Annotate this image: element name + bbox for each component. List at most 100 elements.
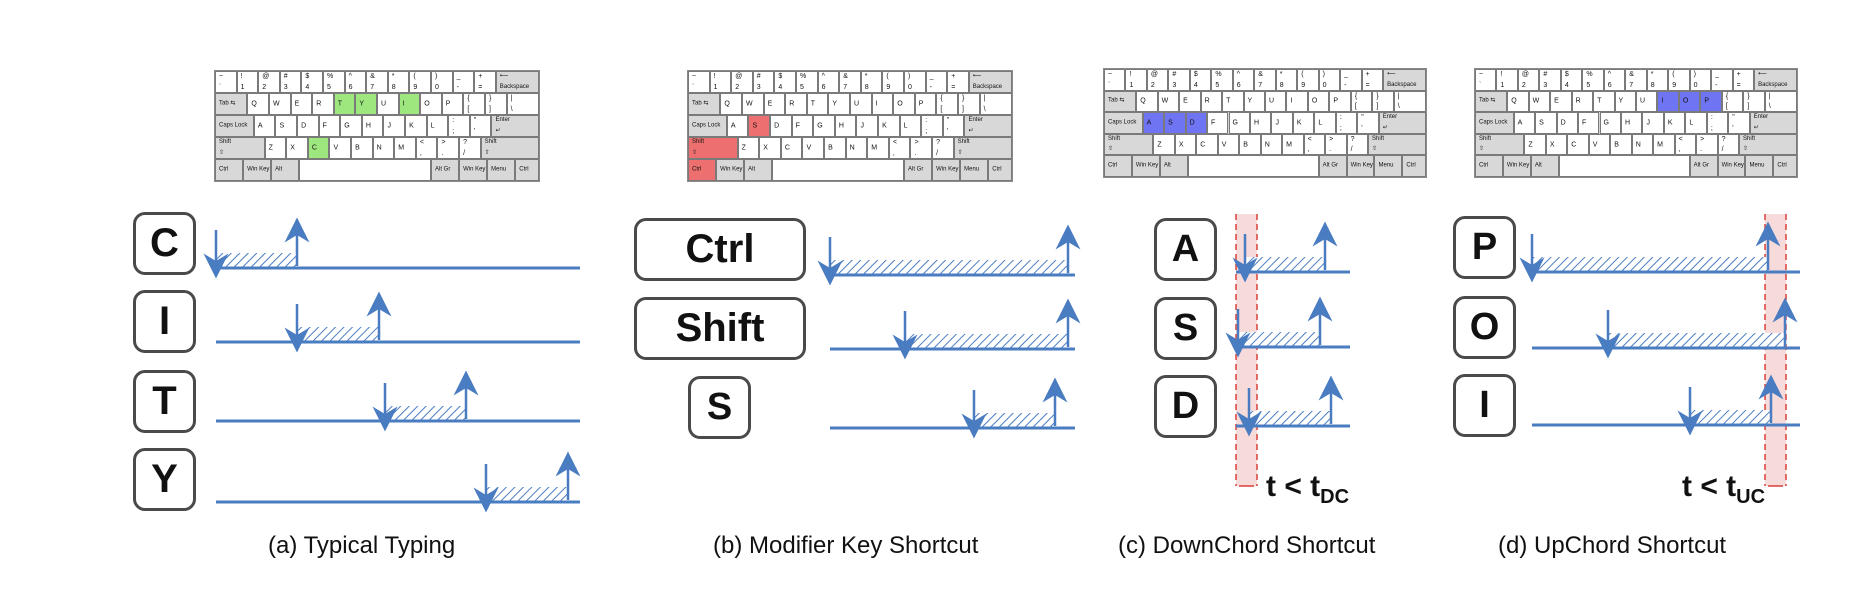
keyboard-key: !1 bbox=[1125, 69, 1147, 91]
keyboard-key: S bbox=[1164, 112, 1186, 134]
keyboard-key: U bbox=[377, 93, 399, 115]
keyboard-key: H bbox=[1249, 112, 1272, 134]
keyboard-key: += bbox=[947, 71, 969, 93]
keyboard-key: *8 bbox=[1646, 69, 1669, 91]
keyboard-key: |\ bbox=[979, 93, 1012, 115]
keyboard-key: ⟵Backspace bbox=[495, 71, 539, 93]
keyboard-key: !1 bbox=[236, 71, 259, 93]
keyboard-key: Tab ⇆ bbox=[1104, 90, 1137, 113]
key-label-t: T bbox=[133, 370, 196, 433]
keyboard-key: {[ bbox=[1721, 90, 1744, 113]
keyboard-key: Shift⇧ bbox=[215, 137, 265, 159]
keyboard-key: T bbox=[1593, 90, 1615, 113]
keyboard-key: Shift⇧ bbox=[1104, 133, 1154, 156]
keyboard-key: ?/ bbox=[1346, 133, 1369, 156]
keyboard-key: T bbox=[806, 93, 829, 115]
keyboard-key: Z bbox=[264, 137, 287, 159]
keyboard-key: P bbox=[1329, 90, 1351, 113]
keyboard-key: P bbox=[914, 93, 937, 115]
keyboard-key: S bbox=[1535, 112, 1557, 134]
keyboard-key: K bbox=[405, 115, 427, 137]
keyboard-key: Win Key bbox=[932, 159, 961, 181]
keyboard-key: $4 bbox=[774, 71, 796, 93]
keyboard-key: Alt Gr bbox=[904, 159, 933, 181]
keyboard-key: |\ bbox=[1393, 90, 1426, 113]
keyboard-key: Ctrl bbox=[988, 159, 1012, 181]
keyboard-key: ^6 bbox=[1603, 69, 1626, 91]
keyboard-key: ~` bbox=[215, 71, 237, 93]
keyboard-key: :; bbox=[1706, 112, 1729, 134]
keyboard-key: O bbox=[1307, 90, 1330, 113]
keyboard-key: ?/ bbox=[1717, 133, 1740, 156]
keyboard-key: Shift⇧ bbox=[480, 137, 539, 159]
keyboard-key: F bbox=[318, 115, 341, 137]
keyboard-key: C bbox=[780, 137, 803, 159]
keyboard-key: M bbox=[867, 137, 889, 159]
keyboard-key: Alt Gr bbox=[431, 159, 460, 181]
keyboard-key: P bbox=[441, 93, 464, 115]
keyboard-key: R bbox=[1571, 90, 1594, 113]
keyboard-key: ~` bbox=[1475, 69, 1497, 91]
keyboard-key: U bbox=[1636, 90, 1658, 113]
keyboard-key: Win Key bbox=[1502, 155, 1531, 177]
key-label-d: D bbox=[1154, 375, 1217, 438]
keyboard-key: A bbox=[1142, 112, 1165, 134]
keyboard-key: Caps Lock bbox=[215, 115, 254, 137]
keyboard-key: X bbox=[759, 137, 781, 159]
keyboard-key: C bbox=[307, 137, 330, 159]
keyboard-key: $4 bbox=[301, 71, 323, 93]
keyboard-key: Menu bbox=[1745, 155, 1774, 177]
keyboard-key: #3 bbox=[279, 71, 302, 93]
keyboard-key: $4 bbox=[1560, 69, 1583, 91]
keyboard-key: #3 bbox=[752, 71, 775, 93]
keyboard-key: Y bbox=[355, 93, 377, 115]
keyboard-key: @2 bbox=[1146, 69, 1169, 91]
keyboard-key: &7 bbox=[839, 71, 861, 93]
keyboard-key bbox=[299, 159, 431, 181]
keyboard-key: :; bbox=[921, 115, 943, 137]
keyboard-key: @2 bbox=[731, 71, 753, 93]
keyboard-key: &7 bbox=[1625, 69, 1647, 91]
keyboard-key: J bbox=[1642, 112, 1664, 134]
keyboard-key: G bbox=[813, 115, 835, 137]
keyboard-key: W bbox=[269, 93, 291, 115]
keyboard-key: W bbox=[1157, 90, 1180, 113]
keyboard-key: *8 bbox=[860, 71, 883, 93]
keyboard-key: Z bbox=[1153, 133, 1175, 156]
key-label-a: A bbox=[1154, 218, 1217, 281]
keyboard-key: P bbox=[1700, 90, 1722, 113]
downchord-window bbox=[1236, 214, 1257, 486]
keyboard-key: ⟵Backspace bbox=[968, 71, 1012, 93]
chord-threshold-label-dc: t < tDC bbox=[1266, 470, 1350, 508]
keyboard-key: E bbox=[763, 93, 786, 115]
keyboard-key: Tab ⇆ bbox=[1475, 90, 1508, 113]
keyboard-key: L bbox=[1685, 112, 1707, 134]
keyboard-key: %5 bbox=[323, 71, 345, 93]
keyboard-key: Win Key bbox=[1717, 155, 1746, 177]
keyboard-key: E bbox=[1179, 90, 1201, 113]
keyboard-key: !1 bbox=[709, 71, 732, 93]
keyboard-key: Shift⇧ bbox=[1475, 133, 1525, 156]
caption-typical-typing: (a) Typical Typing bbox=[268, 532, 456, 559]
key-label-ctrl: Ctrl bbox=[634, 218, 806, 281]
keyboard-key: #3 bbox=[1168, 69, 1190, 91]
keyboard-key: Tab ⇆ bbox=[688, 93, 721, 115]
keyboard-key: Q bbox=[1507, 90, 1529, 113]
keyboard-key: %5 bbox=[1582, 69, 1604, 91]
keyboard-key: O bbox=[420, 93, 442, 115]
keyboard-key: D bbox=[1556, 112, 1579, 134]
keyboard-key: (9 bbox=[1668, 69, 1690, 91]
keyboard-key: )0 bbox=[904, 71, 926, 93]
key-label-shift: Shift bbox=[634, 297, 806, 360]
keyboard-key: (9 bbox=[1297, 69, 1319, 91]
keyboard-key bbox=[1558, 155, 1690, 177]
key-label-y: Y bbox=[133, 448, 196, 511]
keyboard-key: N bbox=[1631, 133, 1654, 156]
keyboard-key: Alt Gr bbox=[1689, 155, 1718, 177]
keyboard-key: "' bbox=[469, 115, 492, 137]
keyboard-key: += bbox=[474, 71, 496, 93]
keyboard-key: }] bbox=[485, 93, 507, 115]
keyboard-key: C bbox=[1567, 133, 1589, 156]
keyboard-key: I bbox=[1657, 90, 1679, 113]
